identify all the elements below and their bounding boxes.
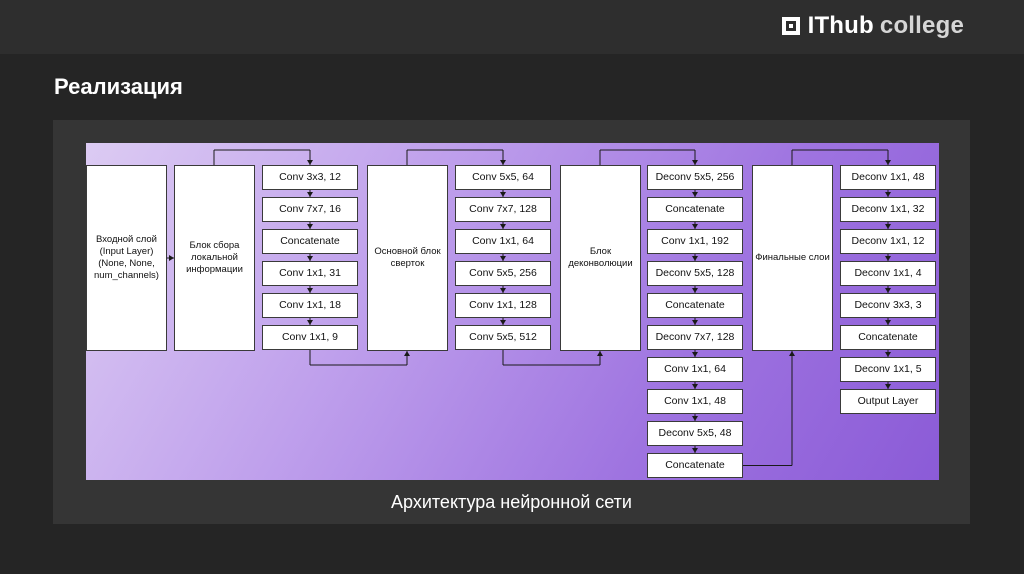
final-layers-block: Финальные слои [752,165,833,351]
final-layer-chain-arrow [885,192,891,197]
deconv-feed-arrow [692,160,698,165]
deconv-layer-box: Deconv 7x7, 128 [647,325,743,350]
local-layer-chain-arrow [307,320,313,325]
deconv-layer-box: Conv 1x1, 48 [647,389,743,414]
final-layer-box: Deconv 1x1, 32 [840,197,936,222]
local-layer-box: Conv 1x1, 18 [262,293,358,318]
final-layer-chain-arrow [885,320,891,325]
local-layer-chain-arrow [307,224,313,229]
deconv-layer-chain-arrow [692,320,698,325]
local-layer-box: Conv 1x1, 31 [262,261,358,286]
final-layer-chain-arrow [885,288,891,293]
final-layer-box: Deconv 3x3, 3 [840,293,936,318]
final-layer-chain-arrow [885,384,891,389]
conv-layer-chain-arrow [500,256,506,261]
deconv-layer-chain-arrow [692,256,698,261]
input-layer-block: Входной слой (Input Layer) (None, None, … [86,165,167,351]
deconv-layer-box: Deconv 5x5, 48 [647,421,743,446]
local-layer-chain-arrow [307,192,313,197]
local-layer-box: Conv 7x7, 16 [262,197,358,222]
local-layer-box: Conv 1x1, 9 [262,325,358,350]
main-conv-block: Основной блок сверток [367,165,448,351]
final-feed-arrow [885,160,891,165]
deconv-layer-chain-arrow [692,224,698,229]
conv-out-arrow [597,351,603,356]
deconv-layer-chain-arrow [692,384,698,389]
deconv-layer-box: Conv 1x1, 192 [647,229,743,254]
conv-layer-box: Conv 5x5, 256 [455,261,551,286]
final-layer-box: Deconv 1x1, 5 [840,357,936,382]
deconv-layer-box: Conv 1x1, 64 [647,357,743,382]
final-layer-chain-arrow [885,256,891,261]
local-layer-box: Conv 3x3, 12 [262,165,358,190]
deconv-layer-chain-arrow [692,352,698,357]
conv-layer-box: Conv 5x5, 64 [455,165,551,190]
deconv-layer-box: Concatenate [647,293,743,318]
local-info-block: Блок сбора локальной информации [174,165,255,351]
local-layer-box: Concatenate [262,229,358,254]
conv-layer-box: Conv 1x1, 128 [455,293,551,318]
conv-feed-arrow [500,160,506,165]
final-layer-chain-arrow [885,352,891,357]
input-to-local-arrow [169,255,174,261]
local-layer-chain-arrow [307,288,313,293]
final-layer-chain-arrow [885,224,891,229]
local-layer-chain-arrow [307,256,313,261]
deconv-layer-chain-arrow [692,192,698,197]
conv-layer-chain-arrow [500,320,506,325]
deconv-block: Блок деконволюции [560,165,641,351]
final-layer-box: Deconv 1x1, 48 [840,165,936,190]
conv-layer-box: Conv 1x1, 64 [455,229,551,254]
deconv-layer-chain-arrow [692,448,698,453]
final-layer-box: Output Layer [840,389,936,414]
logo-square-icon [781,17,800,35]
local-out-arrow [404,351,410,356]
diagram-caption: Архитектура нейронной сети [391,492,632,512]
deconv-layer-box: Concatenate [647,453,743,478]
deconv-layer-box: Deconv 5x5, 256 [647,165,743,190]
deconv-layer-chain-arrow [692,416,698,421]
final-layer-box: Concatenate [840,325,936,350]
conv-layer-box: Conv 7x7, 128 [455,197,551,222]
conv-layer-box: Conv 5x5, 512 [455,325,551,350]
final-layer-box: Deconv 1x1, 12 [840,229,936,254]
slide-title: Реализация [54,74,183,99]
local-feed-arrow [307,160,313,165]
deconv-layer-box: Concatenate [647,197,743,222]
connection-lines [167,149,891,466]
conv-layer-chain-arrow [500,224,506,229]
conv-layer-chain-arrow [500,192,506,197]
deconv-layer-chain-arrow [692,288,698,293]
logo-name-secondary: college [879,12,964,39]
architecture-diagram: Входной слой (Input Layer) (None, None, … [86,143,939,480]
conv-layer-chain-arrow [500,288,506,293]
final-layer-box: Deconv 1x1, 4 [840,261,936,286]
deconv-out-arrow [789,351,795,356]
logo-name-primary: IThub [807,12,874,39]
deconv-layer-box: Deconv 5x5, 128 [647,261,743,286]
